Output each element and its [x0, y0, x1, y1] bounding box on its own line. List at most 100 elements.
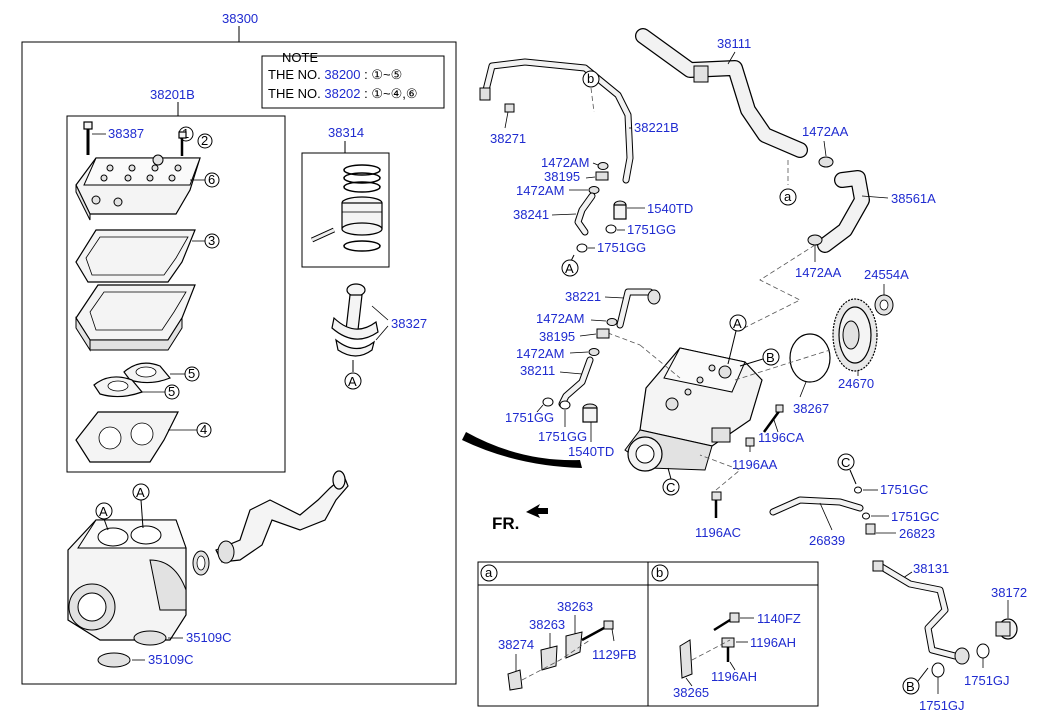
- label-38314[interactable]: 38314: [328, 125, 364, 140]
- bracket-38263: [540, 631, 583, 671]
- tube-38221: [616, 288, 661, 329]
- washer-1751GG-2: [576, 243, 588, 253]
- label-38111[interactable]: 38111: [717, 36, 751, 51]
- label-24670[interactable]: 24670: [838, 376, 874, 391]
- label-38274[interactable]: 38274: [498, 637, 534, 652]
- crankshaft: [215, 470, 349, 564]
- label-24554A[interactable]: 24554A: [864, 267, 909, 282]
- callout-A-rod: A: [348, 374, 357, 389]
- fitting-38195-1: [595, 171, 609, 181]
- label-38221B[interactable]: 38221B: [634, 120, 679, 135]
- label-1751GG-2[interactable]: 1751GG: [597, 240, 646, 255]
- label-1751GJ-right[interactable]: 1751GJ: [964, 673, 1010, 688]
- label-38131[interactable]: 38131: [913, 561, 949, 576]
- clamp-1472AM-3: [606, 318, 618, 326]
- piston-ring-lower: [343, 240, 381, 252]
- label-1751GJ-lower[interactable]: 1751GJ: [919, 698, 965, 713]
- label-1129FB[interactable]: 1129FB: [592, 647, 637, 662]
- label-1196AA[interactable]: 1196AA: [732, 457, 778, 472]
- cylinder-head: [75, 154, 201, 221]
- label-1472AM-4[interactable]: 1472AM: [516, 346, 564, 361]
- washer-1751GJ-lower: [931, 662, 945, 678]
- label-1140FZ[interactable]: 1140FZ: [757, 611, 801, 626]
- front-direction-arrow-icon: [462, 432, 582, 468]
- clamp-1472AM-4: [588, 348, 600, 356]
- label-1472AA-upper[interactable]: 1472AA: [802, 124, 849, 139]
- label-38265[interactable]: 38265: [673, 685, 709, 700]
- callout-3: 3: [208, 233, 215, 248]
- label-38195-1[interactable]: 38195: [544, 169, 580, 184]
- pipe-38241: [574, 192, 596, 236]
- detail-header-a: a: [485, 565, 493, 580]
- callout-5-upper: 5: [188, 366, 195, 381]
- piston-kit-frame: [301, 152, 390, 268]
- label-1196AH-lower[interactable]: 1196AH: [711, 669, 757, 684]
- label-38300[interactable]: 38300: [222, 11, 258, 26]
- label-38221[interactable]: 38221: [565, 289, 601, 304]
- plug-1540TD-upper: [613, 200, 627, 220]
- cylinder-head-kit-frame: [66, 115, 286, 473]
- base-gasket: [75, 411, 179, 463]
- fitting-38172: [995, 618, 1018, 640]
- label-35109C-lower[interactable]: 35109C: [148, 652, 194, 667]
- label-1751GC-2[interactable]: 1751GC: [891, 509, 939, 524]
- label-1472AM-2[interactable]: 1472AM: [516, 183, 564, 198]
- callout-B-compressor: B: [766, 350, 775, 365]
- label-26823[interactable]: 26823: [899, 526, 935, 541]
- label-38263-upper[interactable]: 38263: [557, 599, 593, 614]
- hose-38561A: [817, 170, 870, 253]
- oil-seal: [192, 550, 210, 576]
- label-38327[interactable]: 38327: [391, 316, 427, 331]
- note-box: NOTE THE NO. 38200 : ①~⑤ THE NO. 38202 :…: [261, 50, 445, 109]
- label-1540TD-upper[interactable]: 1540TD: [647, 201, 693, 216]
- label-1751GG-3[interactable]: 1751GG: [505, 410, 554, 425]
- callout-a-hose: a: [784, 189, 792, 204]
- fitting-38271: [504, 103, 515, 113]
- callout-6: 6: [208, 172, 215, 187]
- label-1751GG-1[interactable]: 1751GG: [627, 222, 676, 237]
- label-1472AM-3[interactable]: 1472AM: [536, 311, 584, 326]
- label-38211[interactable]: 38211: [520, 363, 555, 378]
- callout-A-crank-right: A: [136, 485, 145, 500]
- label-1472AM-1[interactable]: 1472AM: [541, 155, 589, 170]
- washer-1751GG-4: [559, 400, 571, 410]
- label-1540TD-lower[interactable]: 1540TD: [568, 444, 614, 459]
- piston-rings: [343, 164, 381, 193]
- connecting-rod: [331, 283, 379, 357]
- label-26839[interactable]: 26839: [809, 533, 845, 548]
- front-arrow-small-icon: [526, 504, 548, 518]
- bolt-38387: [83, 121, 93, 155]
- air-compressor: [624, 347, 763, 472]
- clamp-1472AM-2: [588, 186, 600, 194]
- note-title: NOTE: [282, 50, 318, 65]
- label-1196CA[interactable]: 1196CA: [758, 430, 804, 445]
- callout-4: 4: [200, 422, 207, 437]
- intake-hose-38111: [635, 28, 808, 158]
- label-1196AC[interactable]: 1196AC: [695, 525, 741, 540]
- label-38195-2[interactable]: 38195: [539, 329, 575, 344]
- label-1751GG-4[interactable]: 1751GG: [538, 429, 587, 444]
- pipe-38211: [558, 356, 594, 408]
- bolt-1140FZ: [713, 612, 740, 632]
- label-38271[interactable]: 38271: [490, 131, 526, 146]
- callout-C-pipe: C: [841, 455, 850, 470]
- label-1196AH-upper[interactable]: 1196AH: [750, 635, 796, 650]
- label-38561A[interactable]: 38561A: [891, 191, 936, 206]
- label-38201B[interactable]: 38201B: [150, 87, 195, 102]
- label-1472AA-lower[interactable]: 1472AA: [795, 265, 842, 280]
- label-38263-lower[interactable]: 38263: [529, 617, 565, 632]
- label-38387[interactable]: 38387: [108, 126, 144, 141]
- washer-1751GJ-right: [976, 643, 990, 659]
- bolt-1196CA: [762, 409, 782, 433]
- bolt-26823: [865, 523, 876, 535]
- clamp-1472AA-lower: [807, 234, 823, 246]
- svg-text:THE NO. 38200 : ①~⑤: THE NO. 38200 : ①~⑤: [268, 67, 402, 82]
- label-35109C-upper[interactable]: 35109C: [186, 630, 232, 645]
- callout-b-tube: b: [587, 71, 594, 86]
- clip-38274: [507, 669, 523, 691]
- label-1751GC-1[interactable]: 1751GC: [880, 482, 928, 497]
- label-38172[interactable]: 38172: [991, 585, 1027, 600]
- label-38267[interactable]: 38267: [793, 401, 829, 416]
- note-line1-part: 38200: [324, 67, 360, 82]
- label-38241[interactable]: 38241: [513, 207, 549, 222]
